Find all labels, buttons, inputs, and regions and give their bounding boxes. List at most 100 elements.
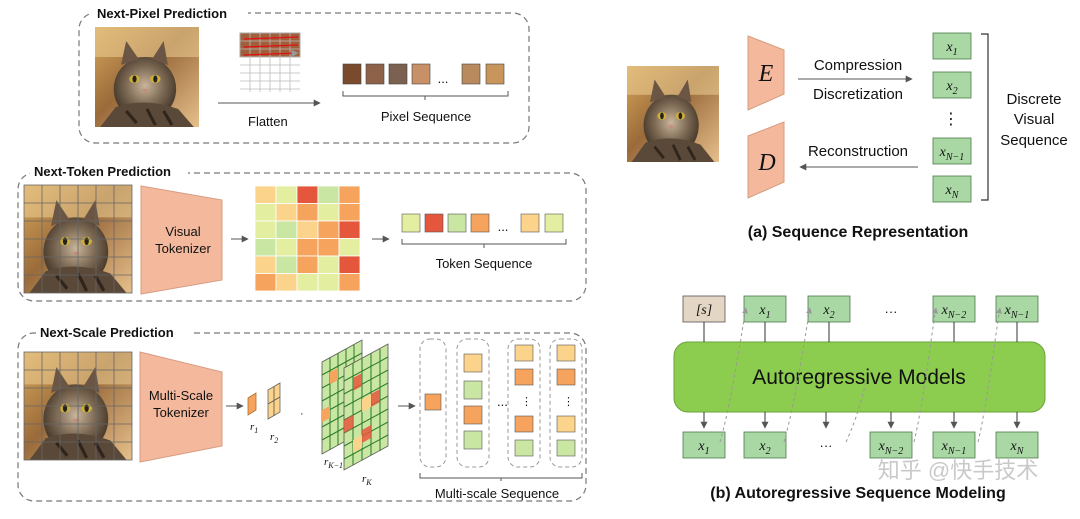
discrete-token: xN xyxy=(932,175,972,203)
pixel-grid xyxy=(239,32,300,92)
heatmap-cell xyxy=(317,220,340,239)
svg-text:x1: x1 xyxy=(945,40,957,58)
discrete-token: xN−1 xyxy=(932,137,972,165)
encoder-label: E xyxy=(758,61,774,87)
svg-text:xN: xN xyxy=(945,183,960,201)
ar-top-token: x2 xyxy=(807,295,851,323)
cat-image xyxy=(93,25,201,129)
heatmap-cell xyxy=(254,255,277,274)
visual-tokenizer-shape xyxy=(140,185,223,295)
heatmap-cell xyxy=(338,238,361,257)
pixel-sequence-label: Pixel Sequence xyxy=(381,109,471,124)
scale-rk xyxy=(343,343,389,471)
heatmap-cell xyxy=(296,203,319,222)
token-square xyxy=(544,213,564,233)
seq-vdots: ⋮ xyxy=(943,111,959,128)
token-seq-ellipsis: ... xyxy=(498,219,509,234)
ar-top-token: xN−1 xyxy=(995,295,1039,323)
heatmap-cell xyxy=(296,185,319,204)
heatmap-cell xyxy=(317,185,340,204)
r2-label: r2 xyxy=(270,431,278,445)
token-sequence-label: Token Sequence xyxy=(436,256,533,271)
token-heatmap xyxy=(254,185,361,292)
token-square xyxy=(470,213,490,233)
heatmap-cell xyxy=(254,185,277,204)
heatmap-cell xyxy=(338,185,361,204)
token-square xyxy=(520,213,540,233)
multiscale-sequence: ... ⋮ ⋮ xyxy=(419,338,583,481)
ar-dashed-feedback xyxy=(719,307,1002,443)
next-scale-title: Next-Scale Prediction xyxy=(40,325,174,340)
compression-label: Compression xyxy=(814,57,902,74)
ar-top-ellipsis: ··· xyxy=(885,304,898,319)
svg-text:⋮: ⋮ xyxy=(563,396,574,408)
token-square xyxy=(401,213,421,233)
discretization-label: Discretization xyxy=(813,86,903,103)
ar-bottom-token: x1 xyxy=(682,431,726,459)
heatmap-cell xyxy=(317,255,340,274)
start-token: [s] xyxy=(682,295,726,342)
heatmap-cell xyxy=(275,238,298,257)
autoregressive-model-block xyxy=(673,341,1046,413)
decoder-label: D xyxy=(757,150,775,176)
flatten-label: Flatten xyxy=(248,114,288,129)
discrete-label-1: Discrete xyxy=(1006,91,1061,108)
heatmap-cell xyxy=(296,255,319,274)
heatmap-cell xyxy=(275,273,298,292)
heatmap-cell xyxy=(338,203,361,222)
next-pixel-title: Next-Pixel Prediction xyxy=(97,6,227,21)
multiscale-ellipsis: ... xyxy=(497,394,508,409)
heatmap-cell xyxy=(338,273,361,292)
ar-bottom-ellipsis: ··· xyxy=(820,438,833,453)
svg-text:x1: x1 xyxy=(697,439,709,457)
autoregressive-model-label: Autoregressive Models xyxy=(752,366,966,389)
svg-text:xN−1: xN−1 xyxy=(941,439,967,457)
ar-top-token: xN−2 xyxy=(932,295,976,323)
scale-r1 xyxy=(247,392,257,416)
heatmap-cell xyxy=(317,238,340,257)
heatmap-cell xyxy=(296,238,319,257)
next-token-title: Next-Token Prediction xyxy=(34,164,171,179)
next-scale-panel: Next-Scale Prediction Multi-Scale Tokeni… xyxy=(17,324,587,502)
pixel-square xyxy=(485,63,505,85)
heatmap-cell xyxy=(254,238,277,257)
heatmap-cell xyxy=(275,203,298,222)
heatmap-cell xyxy=(317,273,340,292)
heatmap-cell xyxy=(275,255,298,274)
token-sequence xyxy=(401,213,564,233)
ar-bottom-token: xN−1 xyxy=(932,431,976,459)
pixel-square xyxy=(365,63,385,85)
heatmap-cell xyxy=(338,255,361,274)
heatmap-cell xyxy=(317,203,340,222)
visual-tokenizer-label-1: Visual xyxy=(165,224,200,239)
svg-text:xN−2: xN−2 xyxy=(941,303,967,321)
pixel-square xyxy=(411,63,431,85)
r1-label: r1 xyxy=(250,421,258,435)
rk1-label: rK−1 xyxy=(324,456,343,470)
ar-bottom-token: xN xyxy=(995,431,1039,459)
multiscale-tokenizer-shape xyxy=(139,351,223,463)
heatmap-cell xyxy=(275,220,298,239)
reconstruction-label: Reconstruction xyxy=(808,143,908,160)
discrete-token: x1 xyxy=(932,32,972,60)
multiscale-tokenizer-label-1: Multi-Scale xyxy=(149,388,213,403)
multiscale-tokenizer-label-2: Tokenizer xyxy=(153,405,209,420)
heatmap-cell xyxy=(275,185,298,204)
heatmap-cell xyxy=(338,220,361,239)
ar-bottom-token: xN−2 xyxy=(869,431,913,459)
scale-r2 xyxy=(267,382,281,420)
next-token-panel: Next-Token Prediction Visual Tokenizer .… xyxy=(17,163,587,302)
heatmap-cell xyxy=(254,203,277,222)
pixel-seq-ellipsis: ... xyxy=(438,71,449,86)
pixel-sequence xyxy=(342,63,505,85)
heatmap-cell xyxy=(296,273,319,292)
svg-text:x2: x2 xyxy=(822,303,834,321)
svg-text:xN−1: xN−1 xyxy=(939,145,965,163)
encoder-shape xyxy=(747,35,785,111)
decoder-shape xyxy=(747,121,785,199)
svg-text:xN−2: xN−2 xyxy=(878,439,904,457)
heatmap-cell xyxy=(254,273,277,292)
